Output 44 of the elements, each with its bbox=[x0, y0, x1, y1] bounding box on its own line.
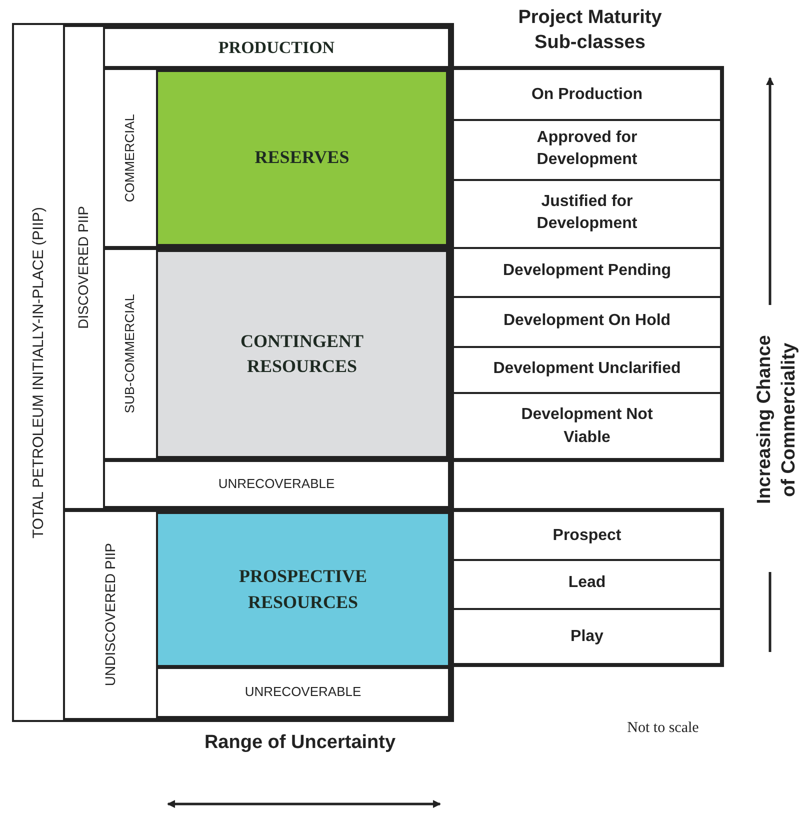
box-label: Development On Hold bbox=[503, 310, 671, 331]
class-box bbox=[103, 27, 450, 68]
box-label: Prospect bbox=[552, 526, 622, 546]
box-label: Development Not Viable bbox=[520, 405, 654, 448]
subclass-cell bbox=[454, 66, 724, 120]
box-label: PROSPECTIVE RESOURCES bbox=[238, 565, 368, 614]
note: Not to scale bbox=[626, 720, 700, 737]
box-label: CONTINGENT RESOURCES bbox=[239, 330, 365, 378]
box-label: Justified for Development bbox=[536, 192, 638, 234]
subclass-cell bbox=[454, 347, 724, 393]
vertical-heading: TOTAL PETROLEUM INITIALLY-IN-PLACE (PIIP) bbox=[29, 206, 48, 538]
class-panel bbox=[63, 510, 452, 720]
box-label: PRODUCTION bbox=[218, 36, 335, 59]
box-label: Development Pending bbox=[502, 261, 672, 282]
vertical-heading: SUB-COMMERCIAL bbox=[121, 294, 138, 414]
class-box bbox=[156, 512, 450, 667]
vertical-heading: COMMERCIAL bbox=[121, 114, 138, 202]
subclass-cell bbox=[454, 560, 724, 609]
subclass-cell bbox=[454, 120, 724, 180]
subclass-cell bbox=[454, 297, 724, 347]
vertical-heading: DISCOVERED PIIP bbox=[74, 206, 92, 329]
box-label: UNRECOVERABLE bbox=[218, 474, 335, 493]
axis-label: Range of Uncertainty bbox=[203, 732, 397, 754]
column-heading: Project Maturity Sub-classes bbox=[517, 6, 663, 55]
class-box bbox=[156, 70, 448, 246]
class-panel bbox=[63, 25, 452, 510]
box-label: Approved for Development bbox=[536, 128, 638, 170]
subclass-cell bbox=[454, 609, 724, 667]
box-label: Lead bbox=[568, 573, 606, 594]
box-label: On Production bbox=[531, 84, 643, 105]
subclass-cell bbox=[454, 393, 724, 462]
subclass-cell bbox=[454, 180, 724, 248]
class-box bbox=[156, 250, 448, 458]
subclass-cell bbox=[454, 248, 724, 297]
vertical-heading: UNDISCOVERED PIIP bbox=[100, 543, 119, 687]
class-panel bbox=[12, 23, 454, 722]
box-label: Development Unclarified bbox=[493, 358, 681, 379]
box-label: Play bbox=[570, 626, 604, 647]
class-box bbox=[156, 667, 450, 718]
box-label: UNRECOVERABLE bbox=[244, 683, 362, 702]
subclass-cell bbox=[454, 508, 724, 560]
axis-label: Increasing Chance of Commerciality bbox=[753, 334, 800, 506]
box-label: RESERVES bbox=[254, 146, 350, 170]
class-box bbox=[103, 460, 450, 508]
